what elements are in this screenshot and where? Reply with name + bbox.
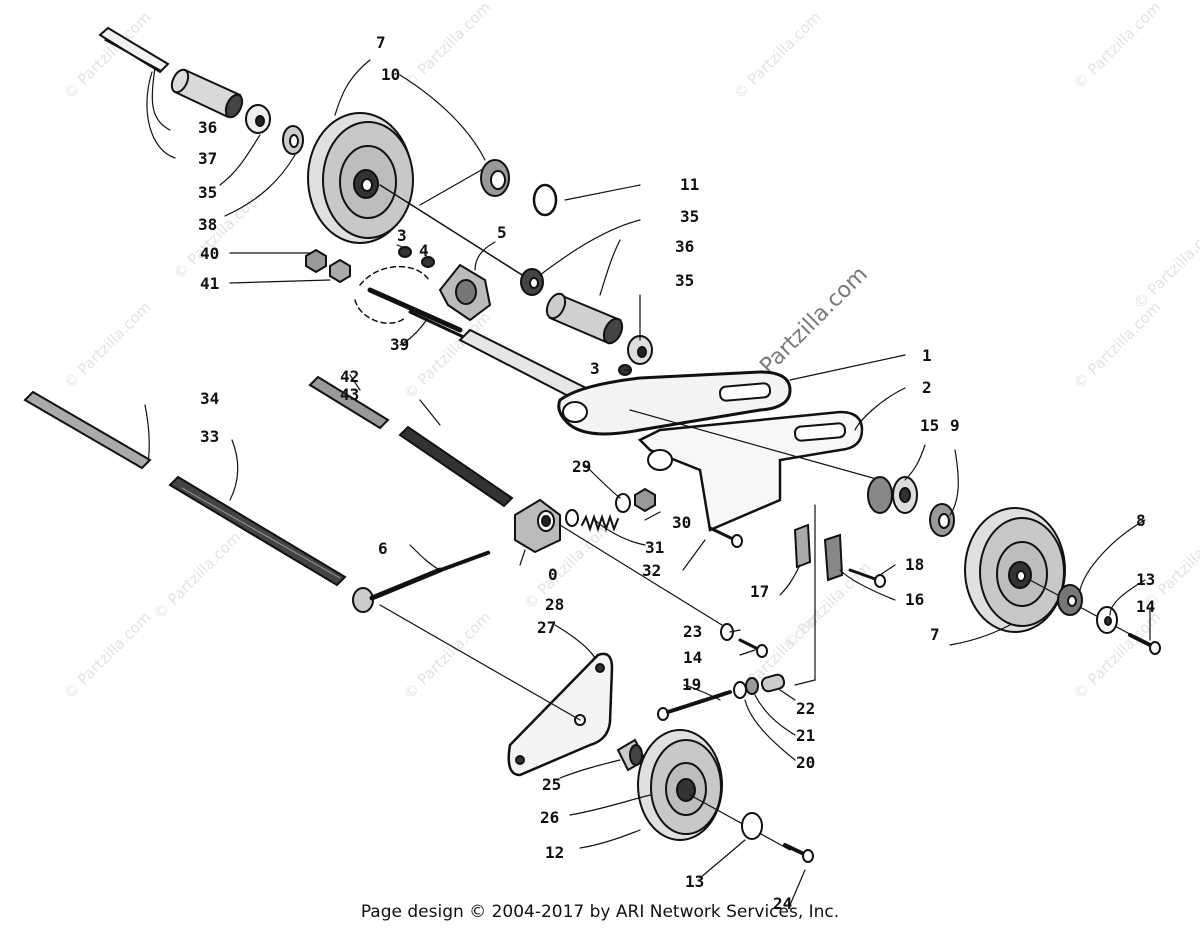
- callout-label: 26: [540, 808, 559, 827]
- bearing-9: [929, 503, 955, 537]
- callout-label: 40: [200, 244, 219, 263]
- callout-label: 41: [200, 274, 219, 293]
- callout-label: 37: [198, 149, 217, 168]
- idler-wheel-7-right: [964, 507, 1066, 633]
- callout-label: 10: [381, 65, 400, 84]
- callout-label: 14: [1136, 597, 1155, 616]
- pivot-block-28: [514, 498, 561, 554]
- swing-arm-2: [637, 410, 864, 532]
- washer-38: [282, 125, 304, 155]
- bushing-35-right: [520, 268, 544, 296]
- callout-labels: 7103637353811354041345363539424334333121…: [198, 33, 1155, 913]
- mounting-plate-27: [507, 652, 614, 777]
- callout-label: 28: [545, 595, 564, 614]
- callout-label: 23: [683, 622, 702, 641]
- bracket-17: [793, 523, 844, 582]
- callout-label: 11: [680, 175, 699, 194]
- adjuster-bolt-6: [352, 550, 492, 613]
- callout-label: 31: [645, 538, 664, 557]
- callout-label: 25: [542, 775, 561, 794]
- callout-label: 20: [796, 753, 815, 772]
- callout-label: 35: [680, 207, 699, 226]
- spacer-15: [867, 476, 918, 514]
- callout-label: 42: [340, 367, 359, 386]
- callout-label: 9: [950, 416, 960, 435]
- callout-label: 36: [675, 237, 694, 256]
- callout-label: 8: [1136, 511, 1146, 530]
- callout-label: 35: [675, 271, 694, 290]
- washer-13: [1096, 606, 1118, 634]
- callout-label: 36: [198, 118, 217, 137]
- copyright-footer: Page design © 2004-2017 by ARI Network S…: [360, 902, 840, 922]
- callout-label: 1: [922, 346, 932, 365]
- spacer-tube-37: [170, 68, 244, 119]
- callout-label: 27: [537, 618, 556, 637]
- callout-label: 16: [905, 590, 924, 609]
- callout-label: 12: [545, 843, 564, 862]
- callout-label: 15: [920, 416, 939, 435]
- callout-label: 19: [682, 675, 701, 694]
- callout-label: 30: [672, 513, 691, 532]
- bolt-19: [657, 673, 786, 721]
- bushing-35: [245, 104, 271, 134]
- upper-shaft: [98, 26, 170, 74]
- callout-label: 38: [198, 215, 217, 234]
- idler-wheel-7-top: [307, 112, 414, 244]
- callout-label: 18: [905, 555, 924, 574]
- callout-label: 4: [419, 241, 429, 260]
- rod-33: [168, 475, 347, 587]
- idler-wheel-12: [637, 729, 723, 841]
- callout-label: 7: [376, 33, 386, 52]
- callout-label: 6: [378, 539, 388, 558]
- callout-label: 3: [397, 226, 407, 245]
- callout-label: 5: [497, 223, 507, 242]
- callout-label: 22: [796, 699, 815, 718]
- rod-34: [23, 390, 152, 470]
- callout-label: 0: [548, 565, 558, 584]
- callout-label: 39: [390, 335, 409, 354]
- nut-41: [329, 258, 351, 284]
- callout-label: 21: [796, 726, 815, 745]
- rod-43: [398, 425, 514, 508]
- rod-42: [308, 375, 390, 430]
- nut-40: [305, 248, 327, 274]
- callout-label: 13: [685, 872, 704, 891]
- snap-ring-11: [532, 183, 558, 217]
- callout-label: 14: [683, 648, 702, 667]
- callout-label: 32: [642, 561, 661, 580]
- bolt-14-right: [1128, 633, 1161, 655]
- swing-arm-1: [557, 370, 792, 436]
- callout-label: 35: [198, 183, 217, 202]
- callout-label: 17: [750, 582, 769, 601]
- callout-label: 43: [340, 385, 359, 404]
- bushing-35-far: [627, 335, 653, 365]
- bracket-5: [438, 263, 492, 322]
- callout-label: 34: [200, 389, 219, 408]
- washer-8: [1057, 584, 1083, 616]
- spring-assembly-29: [565, 487, 656, 533]
- callout-label: 24: [773, 894, 792, 913]
- callout-label: 33: [200, 427, 219, 446]
- callout-label: 7: [930, 625, 940, 644]
- callout-label: 13: [1136, 570, 1155, 589]
- bearing-10: [480, 159, 510, 197]
- callout-label: 2: [922, 378, 932, 397]
- spacer-tube-36: [545, 292, 624, 345]
- callout-label: 3: [590, 359, 600, 378]
- callout-label: 29: [572, 457, 591, 476]
